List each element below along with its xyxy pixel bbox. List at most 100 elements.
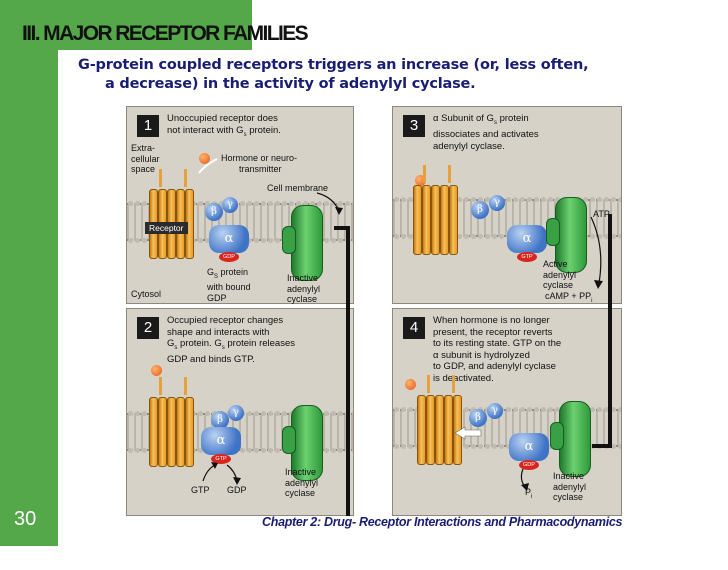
label-line: protein — [218, 267, 249, 277]
helix — [431, 185, 440, 255]
caption-line: protein. G — [177, 338, 222, 349]
label-line: cyclase — [553, 492, 584, 502]
label-line: P — [525, 487, 532, 497]
beta-subunit: β — [211, 411, 229, 429]
caption-sub: s — [243, 131, 247, 138]
hormone-molecule — [405, 379, 416, 390]
receptor-binding-site — [159, 169, 187, 187]
label-line: adenylyl — [553, 481, 587, 492]
subtitle-line-2: a decrease) in the activity of adenylyl … — [105, 76, 476, 92]
caption-line: present, the receptor reverts — [433, 326, 553, 338]
label-line: adenylyl — [285, 477, 319, 488]
label-line: Inactive — [285, 467, 317, 477]
label-line: with bound — [207, 282, 251, 293]
caption-sub: s — [493, 119, 497, 126]
label-sub: S — [214, 273, 219, 280]
helix — [167, 397, 176, 467]
extracellular-label: Extra- cellular space — [131, 143, 160, 175]
label-line: Hormone or neuro- — [221, 153, 298, 163]
caption-line: shape and interacts with — [167, 326, 270, 338]
label-sub: i — [591, 297, 593, 304]
label-line: Extra- — [131, 143, 156, 153]
panel-number: 1 — [137, 115, 159, 137]
helix — [426, 395, 435, 465]
caption-line: dissociates and activates — [433, 129, 539, 141]
footer-text: Chapter 2: Drug- Receptor Interactions a… — [262, 515, 623, 529]
adenylyl-cyclase — [282, 405, 323, 481]
gamma-subunit: γ — [228, 405, 244, 421]
alpha-subunit: α — [507, 225, 547, 253]
panel-number: 4 — [403, 317, 425, 339]
label-line: Inactive — [287, 273, 319, 283]
helix — [440, 185, 449, 255]
helix — [176, 397, 185, 467]
gamma-subunit: γ — [487, 403, 503, 419]
caption-line: to GDP, and adenylyl cyclase — [433, 361, 556, 372]
panel-caption: α Subunit of Gs protein dissociates and … — [433, 113, 539, 152]
adenylyl-cyclase-active — [546, 197, 587, 273]
beta-subunit: β — [469, 409, 487, 427]
panel-3: 3 α Subunit of Gs protein dissociates an… — [392, 106, 622, 304]
gamma-subunit: γ — [222, 197, 238, 213]
panel-number: 2 — [137, 317, 159, 339]
label-line: adenylyl — [287, 283, 321, 294]
page-number: 30 — [14, 508, 37, 530]
helix — [413, 185, 422, 255]
label-line: GDP — [207, 292, 227, 303]
beta-subunit: β — [205, 203, 223, 221]
helix — [417, 395, 426, 465]
receptor-binding-site — [159, 377, 187, 395]
receptor-binding-site — [423, 165, 451, 183]
helix — [149, 397, 158, 467]
label-line: Active — [543, 259, 568, 269]
gpcr-figure: 1 Unoccupied receptor does not interact … — [122, 104, 628, 516]
gamma-subunit: γ — [489, 195, 505, 211]
label-line: cyclase — [287, 294, 318, 304]
panel-1: 1 Unoccupied receptor does not interact … — [126, 106, 354, 304]
label-line: adenylyl — [543, 269, 577, 280]
caption-line: Unoccupied receptor does — [167, 113, 278, 124]
caption-sub: s — [221, 344, 225, 351]
adenylyl-cyclase — [282, 205, 323, 281]
receptor-label: Receptor — [145, 222, 188, 234]
label-sub: i — [531, 493, 533, 500]
receptor — [149, 377, 195, 467]
active-ac-label: Active adenylyl cyclase — [543, 259, 576, 291]
alpha-subunit: α — [209, 225, 249, 253]
atp-label: ATP — [593, 209, 610, 219]
camp-label: cAMP + PPi — [545, 291, 592, 306]
inactive-ac-label: Inactive adenylyl cyclase — [553, 471, 586, 503]
adenylyl-cyclase — [550, 401, 591, 477]
inactive-ac-label: Inactive adenylyl cyclase — [285, 467, 318, 499]
hormone-label: Hormone or neuro- transmitter — [221, 153, 297, 174]
helix — [158, 397, 167, 467]
gdp-chip: GDP — [219, 252, 239, 262]
helix — [422, 185, 431, 255]
connector-rail-left — [346, 230, 350, 516]
label-line: cyclase — [285, 488, 316, 498]
caption-line: When hormone is no longer — [433, 315, 550, 326]
caption-line: protein releases — [224, 338, 295, 349]
helix — [449, 185, 458, 255]
panel-2-arrows — [202, 462, 241, 485]
helix — [435, 395, 444, 465]
caption-line: G — [167, 338, 175, 349]
label-line: cellular — [131, 153, 160, 164]
caption-sub: s — [174, 344, 178, 351]
caption-line: adenylyl cyclase. — [433, 140, 505, 152]
caption-line: protein — [496, 113, 529, 124]
receptor — [413, 165, 459, 255]
panel-caption: When hormone is no longer present, the r… — [433, 315, 561, 384]
alpha-subunit: α — [201, 427, 241, 455]
hormone-molecule — [151, 365, 162, 376]
gtp-chip: GTP — [517, 252, 537, 262]
beta-subunit: β — [471, 201, 489, 219]
caption-line: not interact with G — [167, 124, 244, 136]
green-top-bar — [0, 0, 252, 50]
gdp-label: GDP — [227, 485, 247, 495]
helix — [185, 397, 194, 467]
receptor — [417, 375, 463, 465]
green-side-bar — [0, 0, 58, 546]
caption-line: α Subunit of G — [433, 113, 494, 124]
label-line: transmitter — [239, 163, 282, 174]
